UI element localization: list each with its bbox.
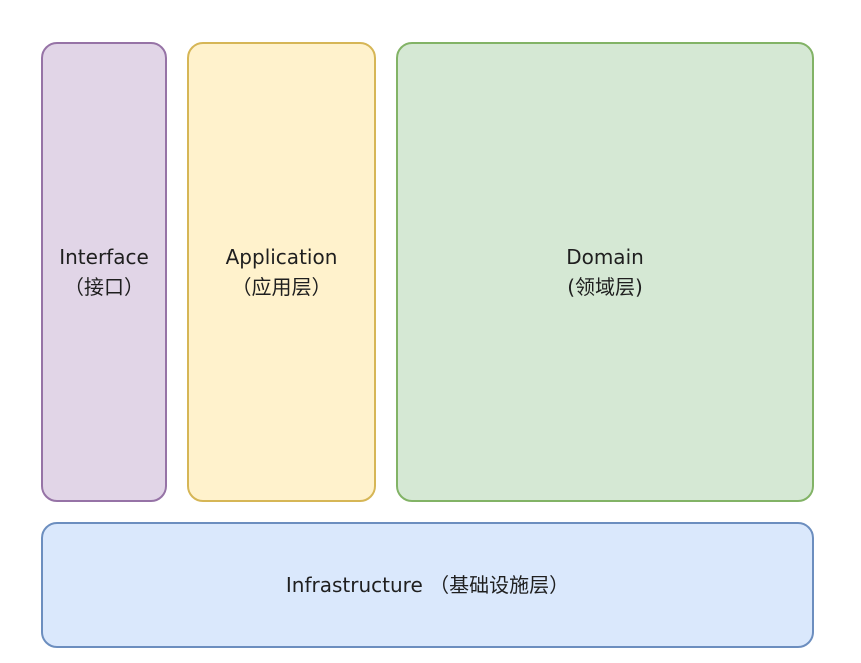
domain-layer-box: Domain (领域层) <box>396 42 814 502</box>
infrastructure-layer-label: Infrastructure （基础设施层） <box>285 573 570 597</box>
interface-layer-name: Interface <box>59 245 149 269</box>
domain-layer-subtitle: (领域层) <box>567 275 643 299</box>
domain-layer-name: Domain <box>566 245 644 269</box>
interface-layer-subtitle: （接口） <box>64 275 144 299</box>
application-layer-subtitle: （应用层） <box>231 275 332 299</box>
infrastructure-layer-box: Infrastructure （基础设施层） <box>41 522 814 648</box>
interface-layer-box: Interface （接口） <box>41 42 167 502</box>
application-layer-box: Application （应用层） <box>187 42 376 502</box>
application-layer-name: Application <box>225 245 338 269</box>
